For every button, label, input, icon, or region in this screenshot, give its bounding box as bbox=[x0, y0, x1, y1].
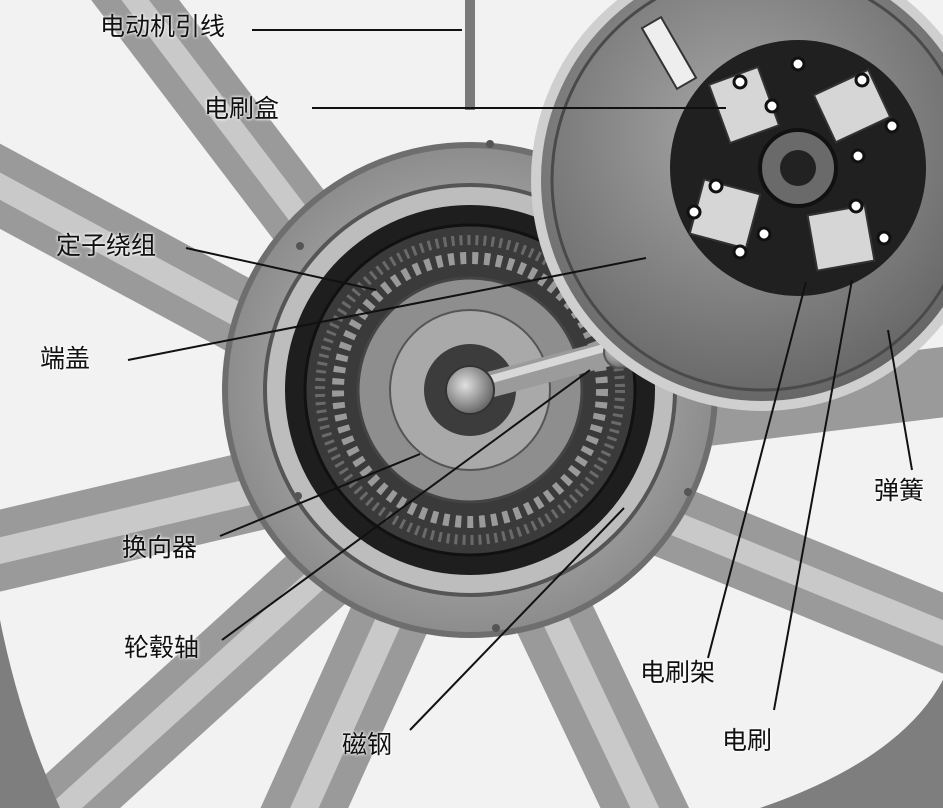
lead-bracket bbox=[640, 15, 698, 91]
label-end-cover: 端盖 bbox=[40, 344, 91, 373]
wheel-rim bbox=[760, 680, 943, 808]
label-hub-shaft: 轮毂轴 bbox=[124, 633, 200, 662]
label-commutator: 换向器 bbox=[122, 533, 198, 562]
label-magnet: 磁钢 bbox=[342, 730, 393, 759]
end-cover-rim bbox=[550, 0, 943, 392]
brush-holder-hole bbox=[780, 150, 816, 186]
winding-texture bbox=[315, 235, 625, 545]
commutator-segments bbox=[332, 252, 608, 528]
brush-box-screws bbox=[686, 56, 900, 260]
label-brush-box: 电刷盒 bbox=[204, 94, 280, 123]
hub-bolts bbox=[294, 140, 692, 632]
label-brush-holder: 电刷架 bbox=[640, 658, 716, 687]
leader-lines bbox=[127, 29, 913, 731]
hub-axle bbox=[445, 335, 637, 415]
label-spring: 弹簧 bbox=[874, 476, 925, 505]
label-brush: 电刷 bbox=[722, 726, 773, 755]
brush-boxes bbox=[688, 65, 892, 272]
label-motor-lead: 电动机引线 bbox=[100, 12, 226, 41]
label-stator-winding: 定子绕组 bbox=[56, 231, 157, 260]
wheel-rim-left bbox=[0, 620, 60, 808]
